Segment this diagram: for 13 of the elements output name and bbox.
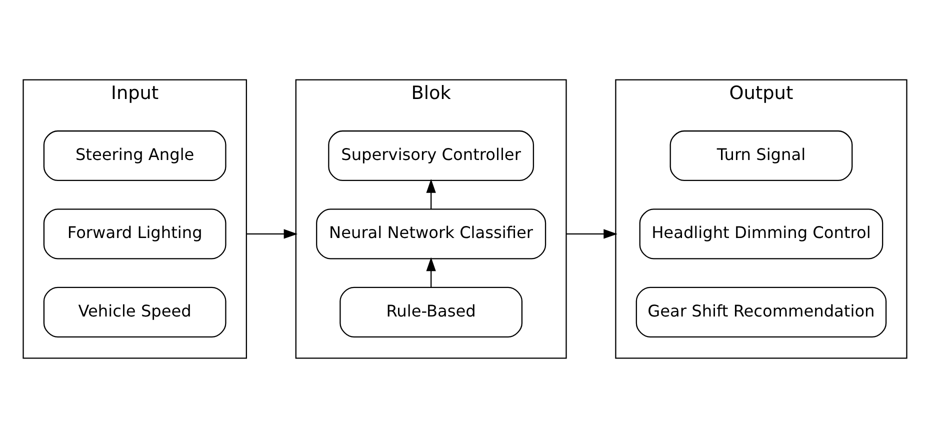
node-box: Turn Signal <box>670 130 853 182</box>
node-box: Headlight Dimming Control <box>639 208 884 260</box>
arrow <box>246 229 298 239</box>
arrow <box>426 179 436 210</box>
node-box: Steering Angle <box>43 130 226 182</box>
node-box: Supervisory Controller <box>328 130 534 182</box>
node-box: Rule-Based <box>340 286 523 338</box>
node-box: Forward Lighting <box>43 208 226 260</box>
node-box: Gear Shift Recommendation <box>636 286 887 338</box>
node-box: Neural Network Classifier <box>316 208 546 260</box>
arrow <box>566 229 618 239</box>
arrow <box>426 257 436 288</box>
node-box: Vehicle Speed <box>43 286 226 338</box>
